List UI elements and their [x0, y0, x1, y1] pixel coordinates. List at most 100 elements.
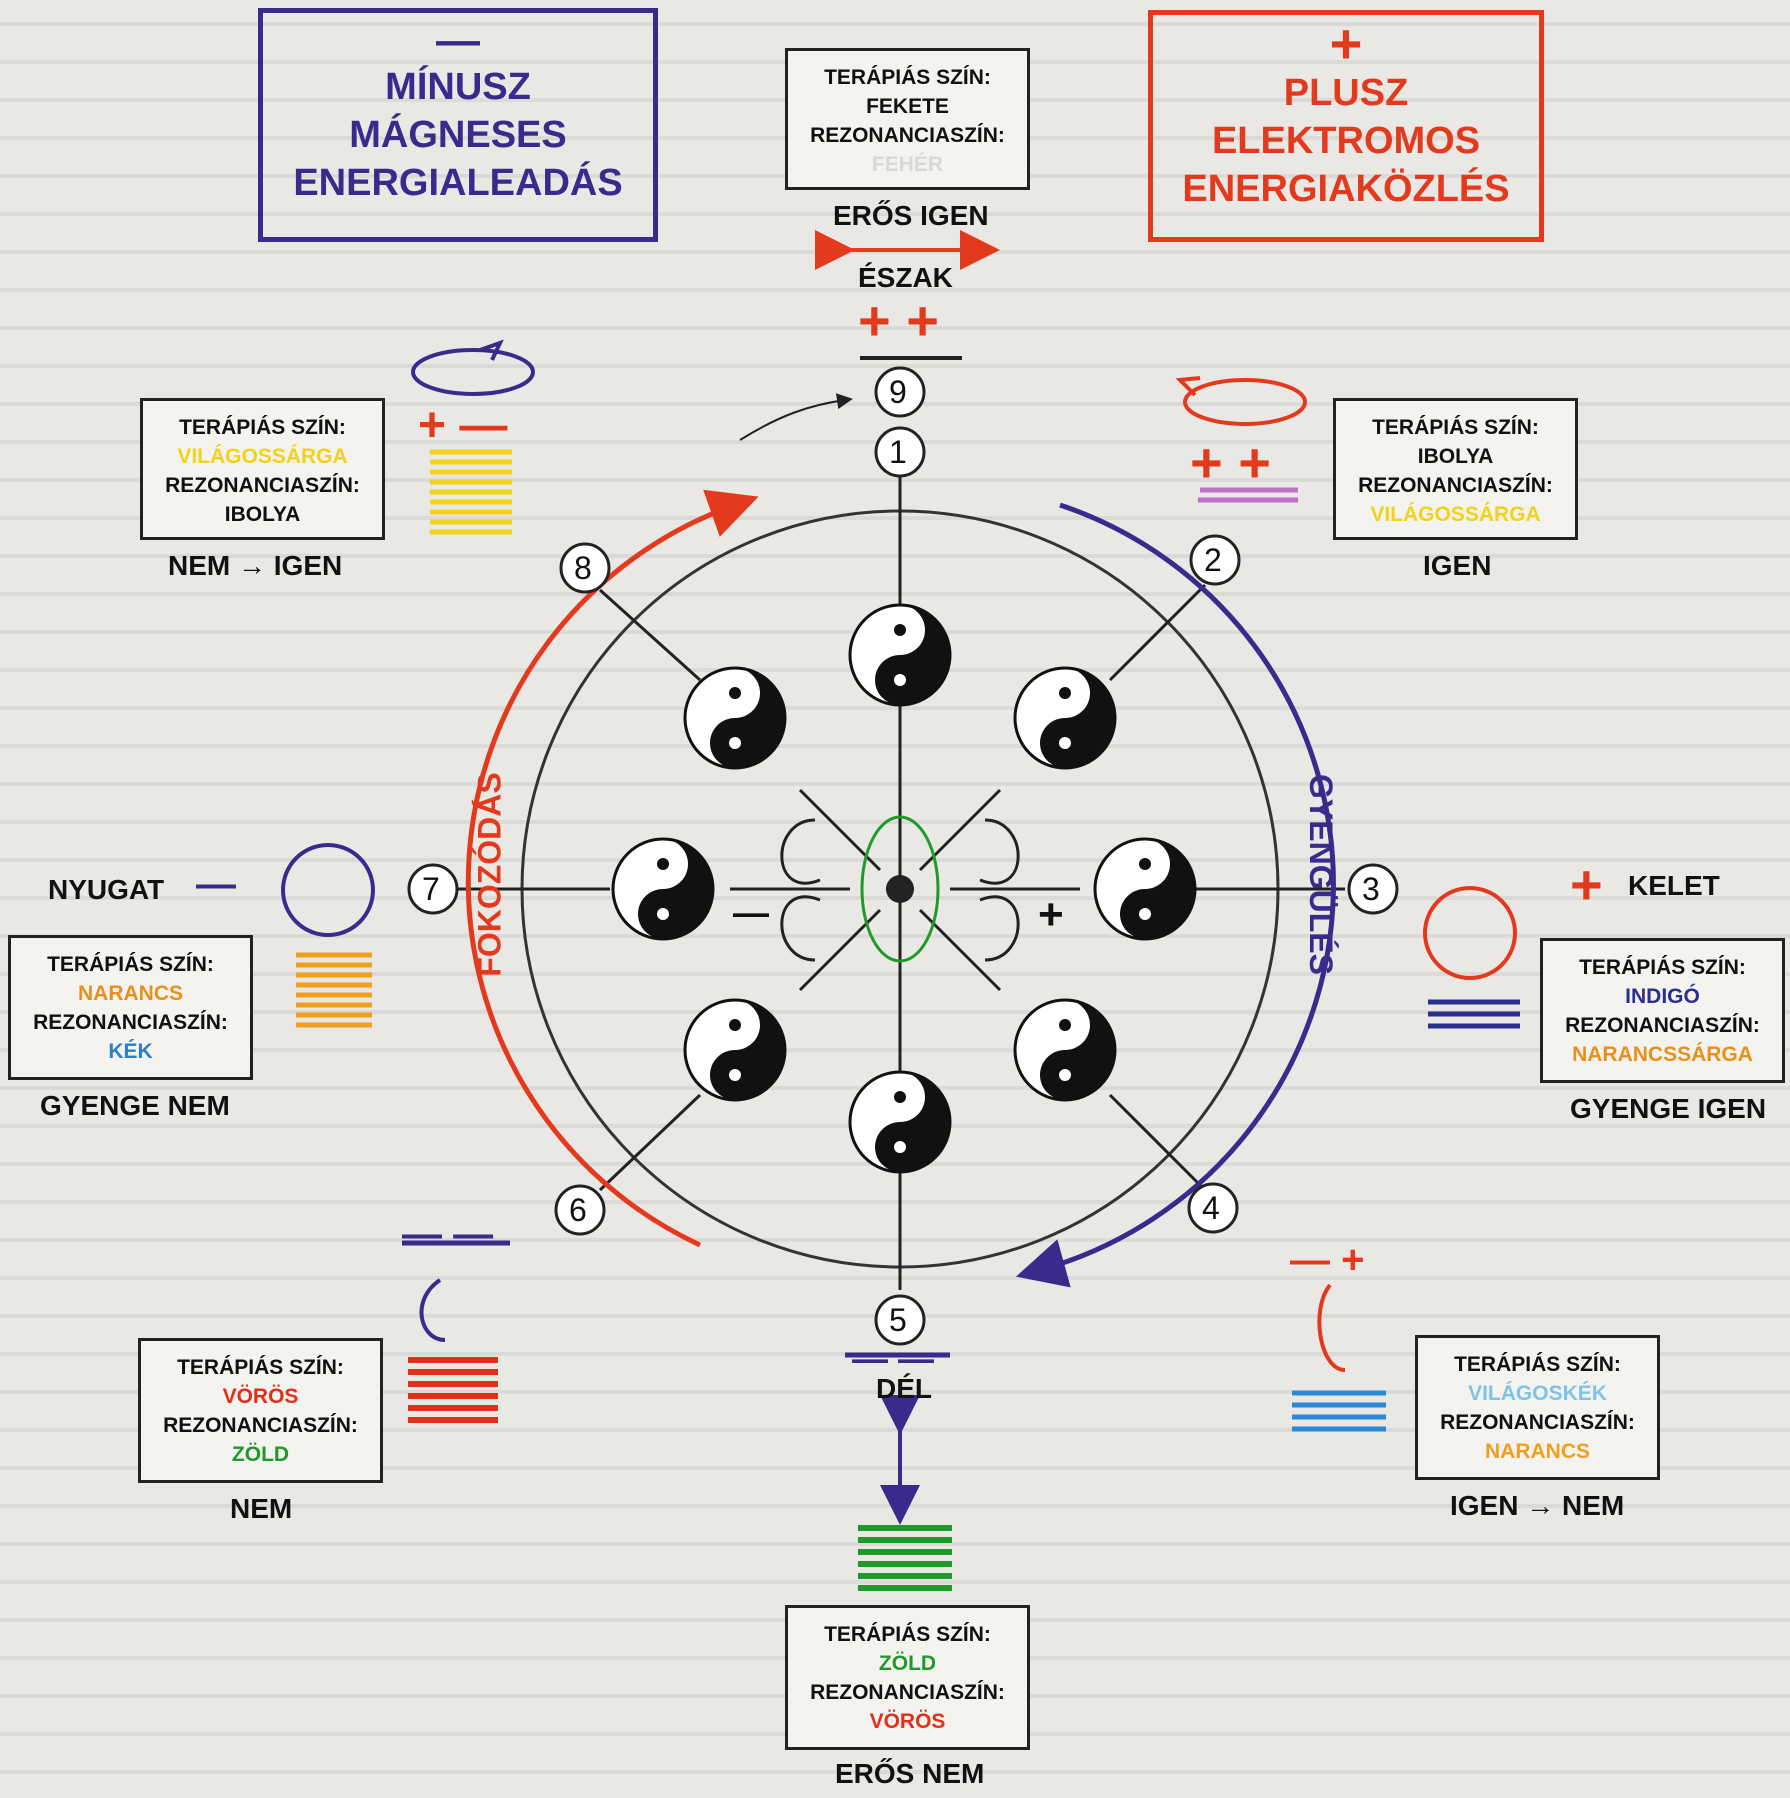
pos-8-circle	[559, 542, 611, 594]
pos-5-circle	[874, 1294, 926, 1346]
fokozodas-label: FOKOZÓDÁS	[471, 772, 508, 977]
pos6-signs: — —	[402, 1212, 494, 1256]
therapy-label: TERÁPIÁS SZÍN:	[177, 1356, 344, 1379]
caption-southeast: IGEN → NEM	[1450, 1490, 1625, 1521]
direction-south: DÉL	[876, 1373, 932, 1404]
resonance-label: REZONANCIASZÍN:	[163, 1414, 358, 1437]
therapy-value: FEKETE	[866, 95, 949, 118]
pos-6-circle	[554, 1184, 606, 1236]
pos-6-label: 6	[569, 1192, 587, 1228]
resonance-label: REZONANCIASZÍN:	[1565, 1014, 1760, 1037]
gyengules-arc	[1015, 502, 1336, 1288]
therapy-label: TERÁPIÁS SZÍN:	[1579, 956, 1746, 979]
resonance-label: REZONANCIASZÍN:	[33, 1011, 228, 1034]
center-plus-sign: +	[1038, 890, 1064, 939]
minus-title-line-1: MÍNUSZ	[385, 66, 531, 108]
plus-title-line-3: ENERGIAKÖZLÉS	[1182, 168, 1510, 210]
yinyang-west	[611, 837, 715, 941]
pos2-signs: + +	[1190, 431, 1271, 494]
therapy-value: ZÖLD	[878, 1652, 937, 1675]
therapy-value: NARANCS	[78, 982, 183, 1005]
stripes-orange	[296, 952, 372, 1028]
pos-7-label: 7	[422, 871, 440, 907]
therapy-value: INDIGÓ	[1625, 985, 1700, 1008]
resonance-value: KÉK	[108, 1040, 153, 1063]
therapy-value: IBOLYA	[1417, 445, 1494, 468]
pos-4-label: 4	[1202, 1190, 1220, 1226]
therapy-value: VILÁGOSKÉK	[1468, 1382, 1607, 1405]
direction-west: NYUGAT	[48, 874, 165, 905]
pos5-signs: — —	[852, 1338, 935, 1379]
resonance-label: REZONANCIASZÍN:	[1358, 474, 1553, 497]
caption-west: GYENGE NEM	[40, 1090, 230, 1121]
center-ellipse	[860, 815, 940, 963]
pos-9-label: 9	[889, 374, 907, 410]
resonance-value: VILÁGOSSÁRGA	[1370, 503, 1541, 526]
pos-9-circle	[874, 366, 926, 418]
fokozodas-arc	[465, 489, 759, 1248]
spoke-nw	[598, 588, 702, 682]
therapy-box-northeast: TERÁPIÁS SZÍN: IBOLYA REZONANCIASZÍN: VI…	[1333, 398, 1578, 540]
plus-title-line-2: ELEKTROMOS	[1211, 120, 1481, 162]
caption-southwest: NEM	[230, 1493, 293, 1524]
direction-north: ÉSZAK	[858, 262, 953, 293]
yinyang-east	[1093, 837, 1197, 941]
resonance-label: REZONANCIASZÍN:	[1440, 1411, 1635, 1434]
center-dot	[886, 875, 914, 903]
resonance-value: NARANCS	[1485, 1440, 1590, 1463]
therapy-box-north: TERÁPIÁS SZÍN: FEKETE REZONANCIASZÍN: FE…	[785, 48, 1030, 190]
yinyang-ne	[1013, 666, 1117, 770]
caption-south: ERŐS NEM	[835, 1758, 985, 1789]
spoke-ne	[1108, 583, 1207, 682]
stripes-yellow	[430, 449, 512, 535]
pos-2-label: 2	[1204, 542, 1222, 578]
yinyang-south	[848, 1070, 952, 1174]
minus-sign: —	[436, 16, 480, 65]
therapy-box-northwest: TERÁPIÁS SZÍN: VILÁGOSSÁRGA REZONANCIASZ…	[140, 398, 385, 540]
caption-northwest: NEM → IGEN	[168, 550, 343, 581]
resonance-value: VÖRÖS	[869, 1710, 946, 1733]
pos-4-circle	[1187, 1182, 1239, 1234]
stripes-red	[408, 1357, 498, 1423]
pos9-signs: + +	[858, 289, 939, 352]
minus-title-box: — MÍNUSZ MÁGNESES ENERGIALEADÁS	[258, 8, 658, 242]
therapy-label: TERÁPIÁS SZÍN:	[824, 66, 991, 89]
plus-title-line-1: PLUSZ	[1283, 72, 1409, 114]
pos7-sign: —	[196, 862, 236, 906]
yinyang-sw	[683, 998, 787, 1102]
yinyang-north	[848, 603, 952, 707]
resonance-value: NARANCSSÁRGA	[1572, 1043, 1753, 1066]
spoke-sw	[598, 1093, 702, 1192]
therapy-box-south: TERÁPIÁS SZÍN: ZÖLD REZONANCIASZÍN: VÖRÖ…	[785, 1605, 1030, 1750]
spoke-se	[1108, 1093, 1207, 1192]
pos-5-label: 5	[889, 1302, 907, 1338]
plus-sign: +	[1329, 12, 1363, 75]
therapy-label: TERÁPIÁS SZÍN:	[179, 416, 346, 439]
resonance-value: ZÖLD	[231, 1443, 290, 1466]
direction-east: KELET	[1628, 870, 1720, 901]
pos-8-label: 8	[574, 550, 592, 586]
center-minus-sign: —	[733, 892, 769, 933]
pos-1-label: 1	[889, 434, 907, 470]
therapy-box-west: TERÁPIÁS SZÍN: NARANCS REZONANCIASZÍN: K…	[8, 935, 253, 1080]
east-sign: +	[1570, 853, 1603, 916]
stripes-lightblue	[1292, 1390, 1386, 1432]
resonance-label: REZONANCIASZÍN:	[810, 124, 1005, 147]
resonance-value: IBOLYA	[224, 503, 301, 526]
minus-title-line-3: ENERGIALEADÁS	[293, 162, 623, 204]
pos-7-circle	[407, 863, 459, 915]
therapy-box-east: TERÁPIÁS SZÍN: INDIGÓ REZONANCIASZÍN: NA…	[1540, 938, 1785, 1083]
therapy-label: TERÁPIÁS SZÍN:	[47, 953, 214, 976]
yinyang-se	[1013, 998, 1117, 1102]
caption-northeast: IGEN	[1423, 550, 1492, 581]
caption-east: GYENGE IGEN	[1570, 1093, 1767, 1124]
pos-3-label: 3	[1362, 871, 1380, 907]
pos-2-circle	[1189, 534, 1241, 586]
therapy-value: VILÁGOSSÁRGA	[177, 445, 348, 468]
therapy-value: VÖRÖS	[222, 1385, 299, 1408]
minus-title-line-2: MÁGNESES	[349, 114, 567, 156]
resonance-value: FEHÉR	[871, 153, 944, 176]
resonance-label: REZONANCIASZÍN:	[810, 1681, 1005, 1704]
gyengules-label: GYENGÜLÉS	[1302, 774, 1339, 975]
